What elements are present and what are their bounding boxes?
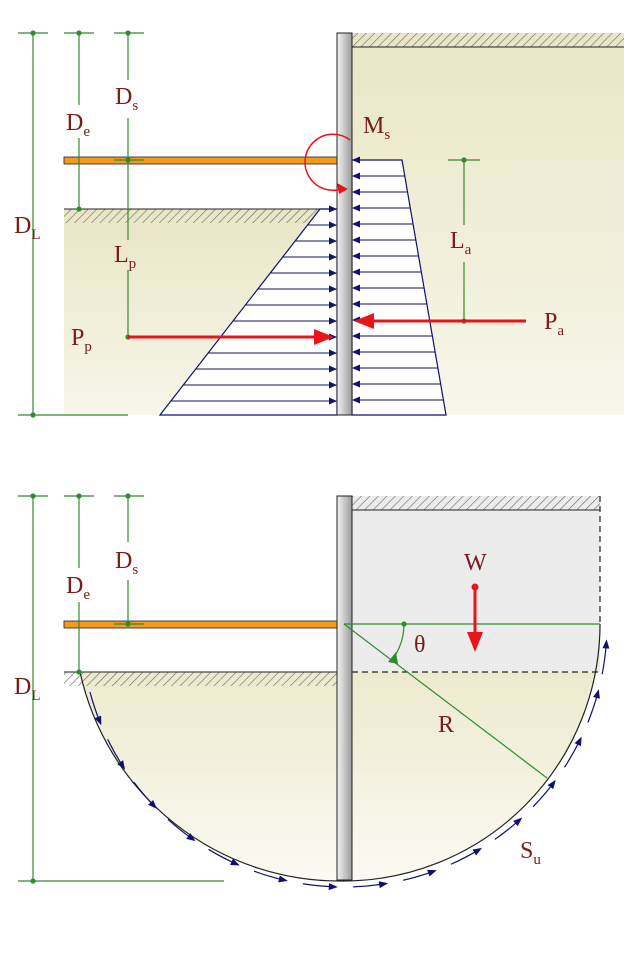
shear-arrow — [208, 848, 240, 866]
failure-circle — [79, 623, 601, 882]
shear-arrow — [532, 779, 556, 808]
active-arrow — [352, 396, 444, 404]
shear-arrow — [450, 847, 483, 865]
label-ds-bottom: Ds — [115, 548, 138, 578]
label-lp: Lp — [114, 242, 136, 272]
passive-arrow — [195, 365, 337, 373]
active-arrow — [352, 284, 425, 292]
shear-arrow — [302, 883, 338, 891]
label-pa: Pa — [544, 309, 564, 339]
passive-arrow — [233, 317, 337, 325]
shear-arrow — [133, 781, 157, 809]
shear-arrow — [587, 689, 600, 723]
active-arrow — [352, 236, 416, 244]
shear-arrow — [403, 869, 437, 881]
passive-arrow — [295, 237, 337, 245]
dimension-lines-top — [18, 30, 480, 418]
label-dl-top: DL — [14, 213, 41, 243]
moment-arrow-head — [337, 183, 348, 194]
active-arrow — [352, 332, 433, 340]
passive-arrow — [257, 285, 337, 293]
passive-arrow — [170, 397, 337, 405]
dredge-soil-bottom — [64, 672, 337, 686]
label-dl-bottom: DL — [14, 674, 41, 704]
label-pp: Pp — [71, 325, 92, 355]
shear-arrow — [494, 817, 523, 840]
passive-arrow — [183, 381, 337, 389]
label-de-bottom: De — [66, 573, 90, 603]
passive-arrow — [270, 269, 337, 277]
label-su: Su — [520, 838, 541, 868]
active-arrow — [352, 220, 414, 228]
shear-arrow — [167, 819, 196, 842]
label-ds-top: Ds — [115, 84, 138, 114]
ground-hatch-right-top — [352, 33, 624, 47]
label-la: La — [450, 228, 472, 258]
ground-hatch-right-bottom — [352, 496, 600, 510]
strut-bottom — [63, 620, 338, 629]
label-ms: Ms — [363, 113, 390, 143]
label-r: R — [438, 712, 454, 738]
label-w: W — [464, 550, 487, 576]
label-de-top: De — [66, 110, 90, 140]
strut-top — [63, 156, 338, 165]
passive-arrow — [245, 301, 337, 309]
label-theta: θ — [414, 632, 426, 658]
active-pressure-arrows — [352, 156, 444, 404]
passive-arrow — [282, 253, 337, 261]
shear-arrow — [564, 736, 582, 768]
active-arrow — [352, 268, 422, 276]
top-diagram: Ds De DL Lp La Ms Pp Pa — [14, 30, 624, 418]
active-arrow — [352, 204, 411, 212]
passive-arrow — [307, 221, 337, 229]
active-arrow — [352, 348, 436, 356]
sheet-pile-wall-top — [336, 32, 353, 416]
active-arrow — [352, 252, 419, 260]
dimension-lines-bottom — [18, 493, 224, 884]
active-arrow — [352, 380, 441, 388]
active-arrow — [352, 156, 402, 164]
radius-line — [343, 623, 548, 779]
shear-arrow — [107, 739, 126, 770]
ground-hatch-left-top — [64, 209, 337, 223]
active-arrow — [352, 364, 438, 372]
shear-arrow — [89, 691, 102, 726]
moment-arc — [304, 133, 351, 191]
passive-arrow — [320, 205, 337, 213]
shear-arrow — [253, 870, 288, 883]
active-arrow — [352, 188, 408, 196]
sheet-pile-wall-bottom — [336, 495, 353, 881]
shear-arrow — [601, 639, 610, 675]
active-arrow — [352, 172, 405, 180]
shear-arrow — [353, 881, 389, 889]
shear-strength-arrows — [89, 639, 610, 891]
bottom-diagram: Ds De DL W θ R Su — [14, 493, 610, 891]
passive-arrow — [208, 349, 337, 357]
active-arrow — [352, 300, 427, 308]
